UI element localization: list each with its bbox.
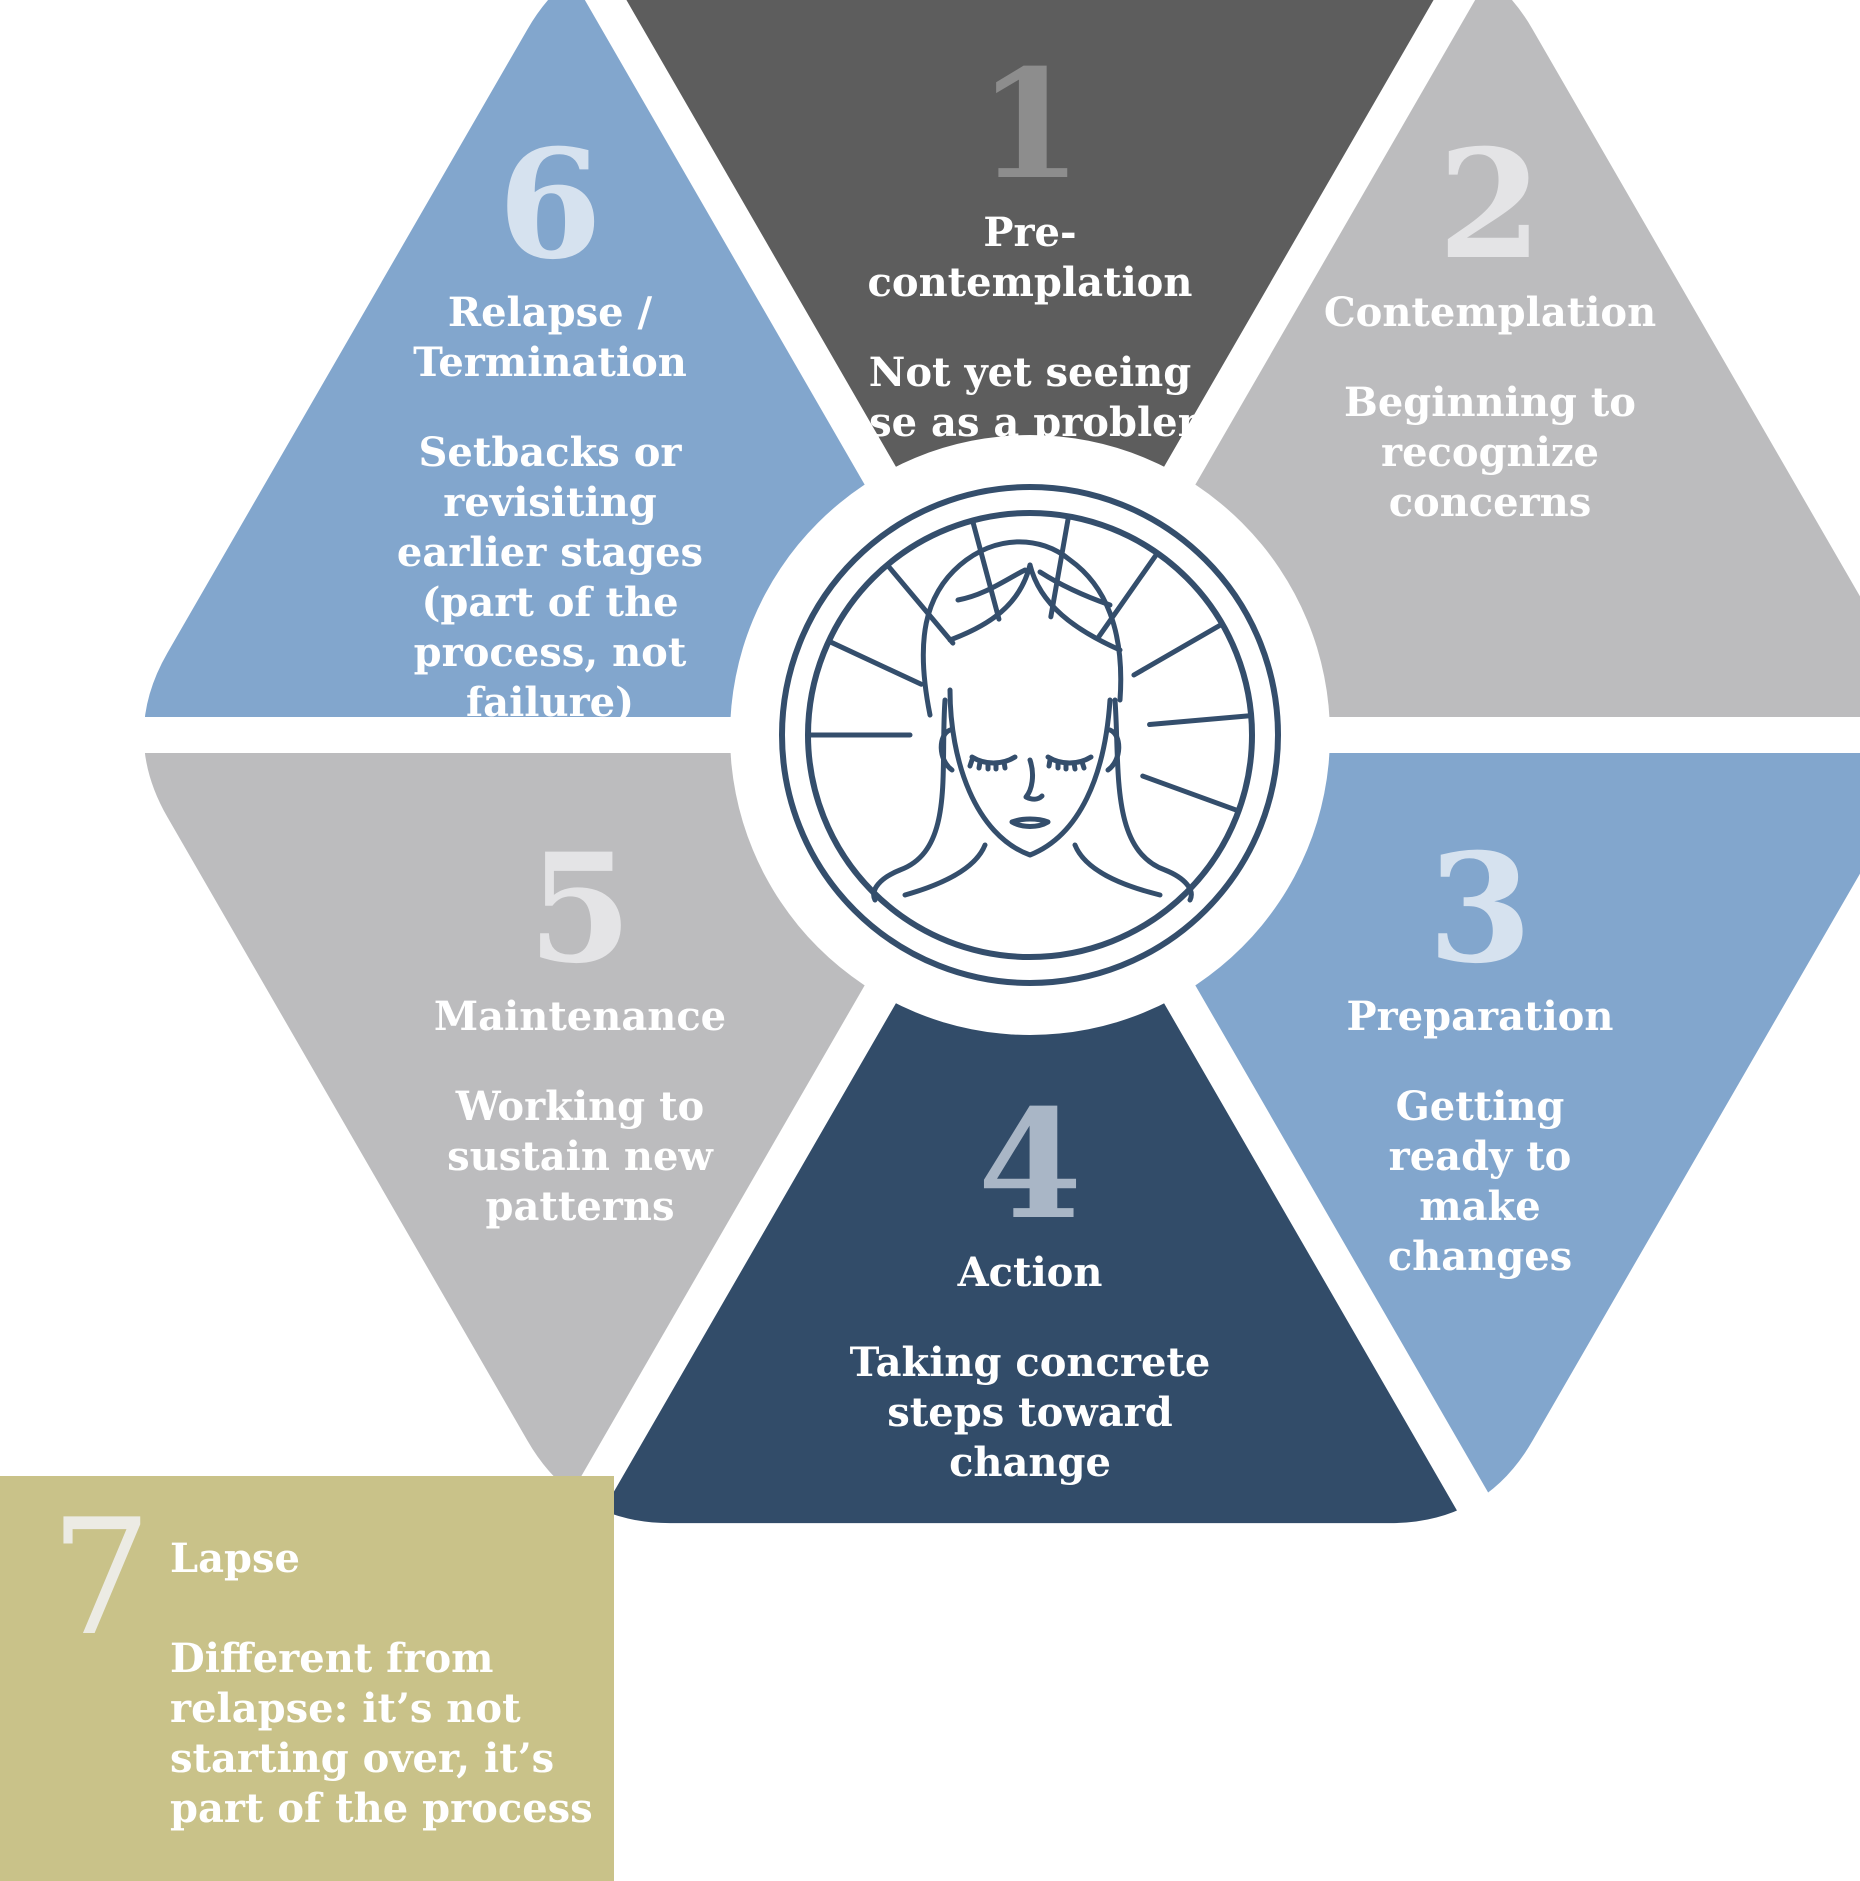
- emblem-ray: [826, 638, 924, 687]
- stage-1-number: 1: [977, 37, 1083, 213]
- stage-3-description: Getting ready to make changes: [1387, 1083, 1573, 1280]
- stage-1-description: Not yet seeing use as a problem: [840, 349, 1220, 446]
- stage-5-description: Working to sustain new patterns: [447, 1083, 713, 1230]
- stage-5-text: 5 Maintenance Working to sustain new pat…: [430, 834, 730, 1232]
- stage-5-number: 5: [527, 821, 633, 997]
- stage-4-number: 4: [977, 1077, 1083, 1253]
- stage-4-text: 4 Action Taking concrete steps toward ch…: [800, 1090, 1260, 1488]
- stage-4-title: Action: [957, 1249, 1103, 1296]
- stage-1-text: 1 Pre-contemplation Not yet seeing use a…: [830, 50, 1230, 448]
- stage-6-title: Relapse / Termination: [413, 289, 687, 386]
- stage-2-title: Contemplation: [1323, 289, 1657, 336]
- stage-4-segment: [330, 735, 1730, 1524]
- stage-3-number: 3: [1427, 821, 1533, 997]
- emblem-ray: [1048, 513, 1072, 620]
- stage-4-description: Taking concrete steps toward change: [849, 1339, 1211, 1486]
- stage-3-text: 3 Preparation Getting ready to make chan…: [1330, 834, 1630, 1282]
- lapse-text: Lapse Different from relapse: it’s not s…: [170, 1534, 600, 1834]
- stage-2-text: 2 Contemplation Beginning to recognize c…: [1324, 117, 1656, 528]
- stage-6-number: 6: [497, 117, 603, 293]
- stage-1-title: Pre-contemplation: [867, 209, 1193, 306]
- stage-2-description: Beginning to recognize concerns: [1344, 379, 1636, 526]
- stage-1-segment: [330, 0, 1730, 735]
- stage-5-title: Maintenance: [433, 993, 727, 1040]
- woman-face-icon: [779, 484, 1281, 986]
- stage-2-number: 2: [1437, 117, 1543, 293]
- emblem-ray: [1131, 621, 1225, 678]
- stage-6-text: 6 Relapse / Termination Setbacks or revi…: [380, 130, 720, 728]
- lapse-box: 7 Lapse Different from relapse: it’s not…: [0, 1476, 614, 1881]
- emblem-ray: [1140, 773, 1242, 814]
- lapse-number: 7: [50, 1484, 152, 1671]
- lapse-description: Different from relapse: it’s not startin…: [170, 1635, 593, 1832]
- emblem-ray: [1096, 550, 1160, 640]
- lapse-title: Lapse: [170, 1535, 300, 1582]
- stage-6-description: Setbacks or revisiting earlier stages (p…: [396, 429, 704, 726]
- emblem-ray: [884, 562, 956, 646]
- emblem-ray: [970, 518, 1002, 622]
- stage-3-title: Preparation: [1346, 993, 1614, 1040]
- emblem-ray: [1147, 713, 1254, 728]
